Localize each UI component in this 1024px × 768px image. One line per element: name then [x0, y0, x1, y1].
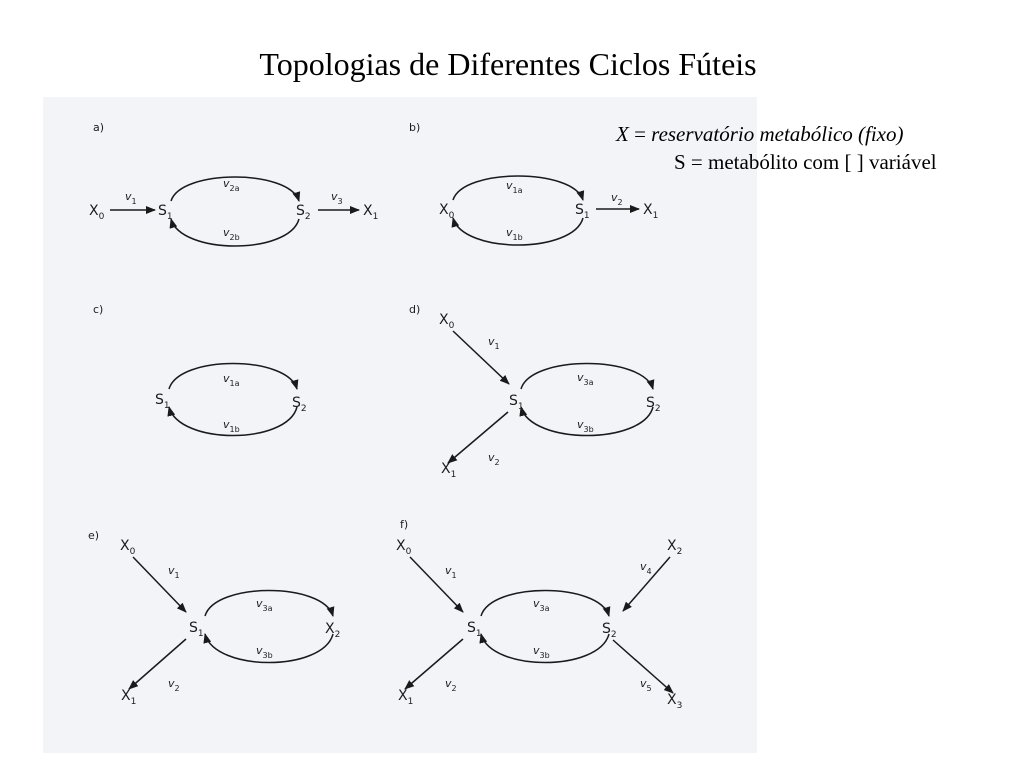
cycle-forward-arrow: [520, 362, 655, 390]
rate-v1: v1: [488, 335, 500, 351]
legend-metabolite-line: S = metabólito com [ ] variável: [674, 150, 937, 174]
legend-x-symbol: X: [616, 122, 629, 146]
rate-v1: v1: [168, 564, 180, 580]
cycle-reverse-arrow: [169, 218, 300, 247]
node-x0: X0: [120, 538, 136, 557]
panel-c: c) S1 S2 v1a v1b: [93, 303, 307, 437]
cycle-forward-arrow: [168, 362, 299, 390]
rate-v4: v4: [640, 560, 652, 576]
cycle-forward-arrow: [452, 175, 585, 201]
node-x2: X2: [667, 538, 682, 557]
cycle-reverse-arrow: [519, 406, 654, 437]
panel-label: e): [88, 529, 99, 542]
v4-arrow: [622, 556, 671, 612]
cycle-reverse-arrow: [167, 406, 298, 437]
node-x1: X1: [643, 202, 658, 221]
rate-v2: v2: [488, 451, 500, 467]
panel-label: c): [93, 303, 103, 316]
rate-v1: v1: [445, 564, 457, 580]
rate-v3b: v3b: [256, 644, 273, 660]
v2-arrow: [404, 638, 464, 690]
node-s1: S1: [155, 392, 170, 411]
v1-arrow: [132, 556, 187, 613]
cycle-forward-arrow: [480, 589, 611, 617]
cycle-reverse-arrow: [203, 633, 334, 664]
panel-label: a): [93, 121, 104, 134]
legend-equals: =: [628, 122, 652, 146]
slide-title: Topologias de Diferentes Ciclos Fúteis: [259, 46, 757, 82]
rate-v2: v2: [445, 677, 457, 693]
rate-v2b: v2b: [223, 226, 240, 242]
cycle-reverse-arrow: [451, 217, 584, 246]
rate-v5: v5: [640, 677, 652, 693]
rate-v3: v3: [331, 190, 343, 206]
node-x0: X0: [396, 538, 412, 557]
v2-arrow: [447, 411, 509, 464]
v1-arrow: [452, 330, 510, 385]
rate-v1: v1: [125, 190, 137, 206]
rate-v3a: v3a: [577, 371, 594, 387]
v5-arrow: [612, 639, 674, 694]
rate-v1a: v1a: [223, 372, 240, 388]
node-s2: S2: [602, 621, 617, 640]
v1-arrow: [409, 556, 464, 613]
node-s2: S2: [646, 395, 661, 414]
rate-v1b: v1b: [223, 418, 240, 434]
cycle-reverse-arrow: [479, 633, 610, 664]
v2-arrow: [128, 638, 187, 690]
cycle-forward-arrow: [170, 176, 301, 202]
rate-v1a: v1a: [506, 179, 523, 195]
rate-v2a: v2a: [223, 177, 240, 193]
node-x1: X1: [441, 461, 456, 480]
node-s1: S1: [158, 203, 173, 222]
rate-v3a: v3a: [533, 597, 550, 613]
legend-reservoir-text: reservatório metabólico (fixo): [651, 122, 904, 146]
node-s1: S1: [467, 620, 482, 639]
node-x0: X0: [439, 312, 455, 331]
rate-v3a: v3a: [256, 597, 273, 613]
node-s2: S2: [292, 395, 307, 414]
rate-v3b: v3b: [577, 418, 594, 434]
rate-v3b: v3b: [533, 644, 550, 660]
node-x3: X3: [667, 692, 682, 711]
node-s1: S1: [189, 620, 204, 639]
node-x1: X1: [363, 203, 378, 222]
rate-v1b: v1b: [506, 226, 523, 242]
panel-label: b): [409, 121, 420, 134]
rate-v2: v2: [168, 677, 180, 693]
legend: X = reservatório metabólico (fixo) S = m…: [616, 120, 937, 176]
panel-label: f): [400, 518, 408, 531]
cycle-forward-arrow: [204, 589, 335, 617]
node-x1: X1: [121, 688, 136, 707]
node-x0: X0: [89, 203, 105, 222]
rate-v2: v2: [611, 191, 623, 207]
node-x1: X1: [398, 688, 413, 707]
panel-label: d): [409, 303, 420, 316]
legend-reservoir-line: X = reservatório metabólico (fixo): [616, 120, 937, 148]
node-x0: X0: [439, 202, 455, 221]
